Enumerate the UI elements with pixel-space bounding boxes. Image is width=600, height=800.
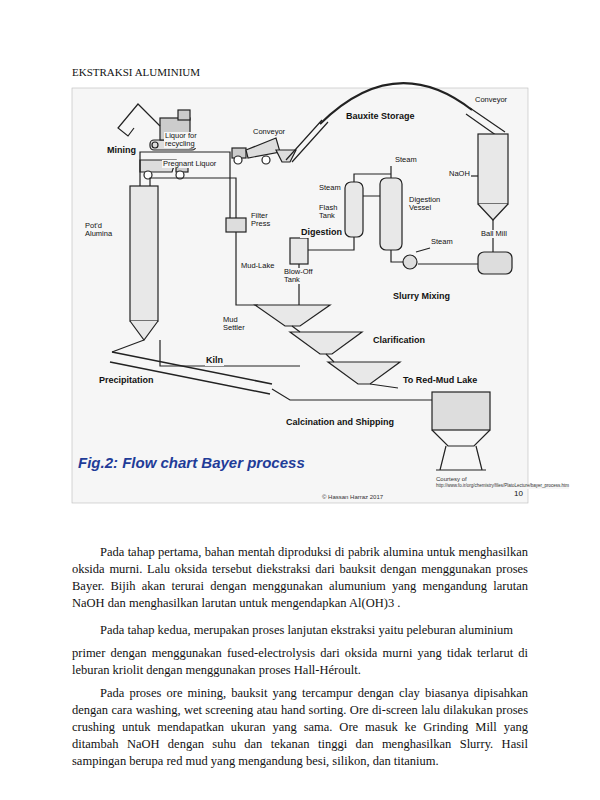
part-label: Blow-Off Tank — [283, 268, 315, 284]
stream-label: NaOH — [448, 170, 471, 178]
stream-label: Steam — [430, 238, 454, 246]
calcination-silo — [432, 392, 490, 470]
settlers — [255, 305, 330, 326]
watermark: © Hassan Harraz 2017 — [322, 494, 383, 501]
body-paragraph: primer dengan menggunakan fused-electrol… — [72, 645, 528, 679]
slurry-pump — [403, 255, 417, 269]
slurry-pump — [391, 248, 430, 262]
blow-off-tank — [290, 238, 308, 264]
digestion-vessel — [390, 166, 391, 178]
area-label: Calcination and Shipping — [285, 418, 395, 428]
precipitation-tank — [130, 152, 236, 340]
bauxite-tank — [470, 175, 478, 176]
settlers — [160, 340, 300, 366]
area-label: Digestion — [300, 228, 343, 238]
precipitation-tank — [130, 321, 158, 340]
settlers — [160, 305, 400, 388]
stream-label: Liquor for recycling — [164, 132, 210, 148]
page-title: EKSTRAKSI ALUMINIUM — [72, 66, 200, 79]
flash-tank — [345, 174, 391, 237]
part-label: Digestion Vessel — [408, 196, 450, 212]
stream-label: Steam — [394, 156, 418, 164]
excavator — [178, 110, 190, 120]
slide-number: 10 — [514, 490, 523, 499]
bauxite-tank — [470, 134, 508, 220]
area-label: Mining — [106, 146, 137, 156]
part-label: Flash Tank — [318, 204, 344, 220]
calcination-silo — [432, 430, 490, 470]
settlers — [328, 362, 400, 384]
conveyors — [286, 108, 505, 162]
kiln — [110, 352, 272, 394]
part-label: Ball Mill — [480, 230, 508, 238]
area-label: Kiln — [205, 356, 224, 366]
kiln — [112, 340, 432, 400]
excavator — [152, 142, 158, 148]
credit-url: http://www.fo.ir/org/chemistry/files/Pla… — [436, 484, 569, 489]
storage-dome — [320, 83, 472, 124]
stream-label: Steam — [318, 184, 342, 192]
ball-mill — [418, 220, 512, 274]
flash-tank — [354, 174, 391, 196]
bauxite-tank — [478, 204, 508, 220]
part-label: Mud Settler — [222, 316, 254, 332]
part-label: Pot'd Alumina — [84, 222, 126, 238]
part-label: Conveyor — [474, 96, 508, 104]
part-label: Conveyor — [252, 128, 286, 136]
area-label: To Red-Mud Lake — [402, 376, 478, 386]
body-paragraph: Pada proses ore mining, bauksit yang ter… — [72, 685, 528, 770]
kiln — [110, 340, 432, 400]
tipping-truck — [234, 156, 242, 164]
credit-note: Courtesy of — [436, 476, 467, 483]
area-label: Slurry Mixing — [392, 292, 451, 302]
area-label: Bauxite Storage — [345, 112, 416, 122]
stream-label: Pregnant Liquor — [162, 160, 217, 168]
digestion-vessel — [380, 166, 402, 250]
flash-tank — [345, 182, 363, 237]
conveyors — [286, 120, 328, 162]
filter-press — [226, 218, 246, 232]
precipitation-tank — [140, 152, 236, 218]
ball-mill — [418, 263, 478, 264]
area-label: Clarification — [372, 336, 426, 346]
excavator — [118, 104, 160, 136]
body-paragraph: Pada tahap kedua, merupakan proses lanju… — [72, 622, 528, 639]
part-label: Filter Press — [250, 212, 280, 228]
bauxite-tank — [478, 134, 508, 204]
area-label: Precipitation — [98, 376, 155, 386]
figure-ground — [72, 88, 528, 503]
slurry-pump — [391, 248, 430, 269]
precipitation-tank — [130, 186, 158, 321]
ball-mill — [478, 252, 512, 274]
calcination-silo — [432, 392, 490, 430]
tipping-truck — [262, 156, 270, 164]
body-paragraph: Pada tahap pertama, bahan mentah diprodu… — [72, 544, 528, 612]
settlers — [290, 332, 362, 354]
digestion-vessel — [380, 178, 402, 250]
part-label: Mud-Lake — [240, 262, 275, 270]
figure-caption: Fig.2: Flow chart Bayer process — [78, 454, 305, 472]
tipping-truck — [246, 138, 280, 158]
